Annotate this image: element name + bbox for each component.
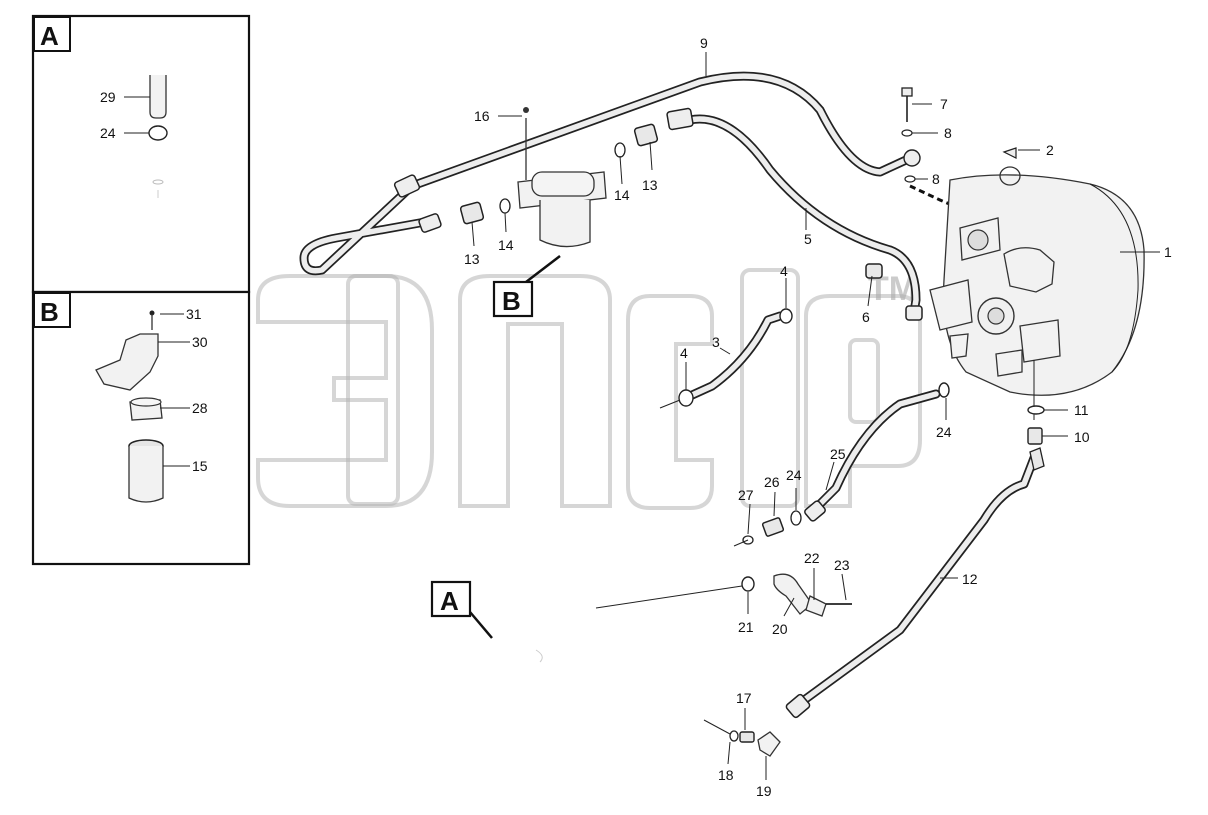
panel-a-letter: A — [40, 21, 59, 51]
part-label: 24 — [786, 467, 802, 483]
part-label: 15 — [192, 458, 208, 474]
part-label: 27 — [738, 487, 754, 503]
part-label: 2 — [1046, 142, 1054, 158]
part-label: 3 — [712, 334, 720, 350]
part-label: 9 — [700, 35, 708, 51]
hose-3 — [659, 308, 793, 409]
part-label: 7 — [940, 96, 948, 112]
callout-b-letter: B — [502, 286, 521, 316]
part-label: 24 — [100, 125, 116, 141]
filter-assembly — [517, 107, 607, 248]
part-label: 30 — [192, 334, 208, 350]
part-label: 24 — [936, 424, 952, 440]
inset-panel-b: B 31 30 28 15 — [31, 290, 251, 566]
part-label: 8 — [944, 125, 952, 141]
part-label: 10 — [1074, 429, 1090, 445]
part-label: 16 — [474, 108, 490, 124]
part-label: 1 — [1164, 244, 1172, 260]
part-label: 8 — [932, 171, 940, 187]
part-label: 17 — [736, 690, 752, 706]
hose-12 — [785, 453, 1039, 719]
part-label: 6 — [862, 309, 870, 325]
banjo-fitting — [901, 87, 1031, 240]
callout-a: A — [430, 580, 543, 663]
inset-panel-a: A 29 24 — [31, 14, 251, 294]
part-label: 28 — [192, 400, 208, 416]
part-label: 23 — [834, 557, 850, 573]
part-label: 26 — [764, 474, 780, 490]
hose-9 — [299, 71, 911, 276]
part-label: 29 — [100, 89, 116, 105]
part-label: 25 — [830, 446, 846, 462]
hose-5 — [666, 107, 923, 321]
panel-b-letter: B — [40, 297, 59, 327]
part-label: 14 — [498, 237, 514, 253]
part-label: 18 — [718, 767, 734, 783]
transmission-housing — [929, 166, 1145, 471]
part-label: 4 — [680, 345, 688, 361]
fittings-filter — [459, 123, 883, 279]
part-label: 4 — [780, 263, 788, 279]
part-label: 31 — [186, 306, 202, 322]
part-label: 5 — [804, 231, 812, 247]
part-labels: 1 2 3 4 4 5 6 7 8 8 9 10 11 12 13 13 14 … — [464, 35, 1172, 799]
part-label: 14 — [614, 187, 630, 203]
part-label: 13 — [464, 251, 480, 267]
part-label: 20 — [772, 621, 788, 637]
watermark-logo: TM — [256, 268, 922, 510]
callout-a-letter: A — [440, 586, 459, 616]
part-label: 11 — [1074, 402, 1089, 418]
part-label: 21 — [738, 619, 754, 635]
hose-28 — [804, 382, 950, 522]
part-label: 13 — [642, 177, 658, 193]
leader-lines — [471, 52, 1160, 780]
fittings-lower — [733, 510, 802, 547]
part-label: 12 — [962, 571, 978, 587]
elbow-fitting — [595, 573, 852, 617]
fittings-bottom — [703, 719, 781, 757]
part-label: 22 — [804, 550, 820, 566]
part-label: 19 — [756, 783, 772, 799]
callout-b: B — [492, 255, 561, 318]
